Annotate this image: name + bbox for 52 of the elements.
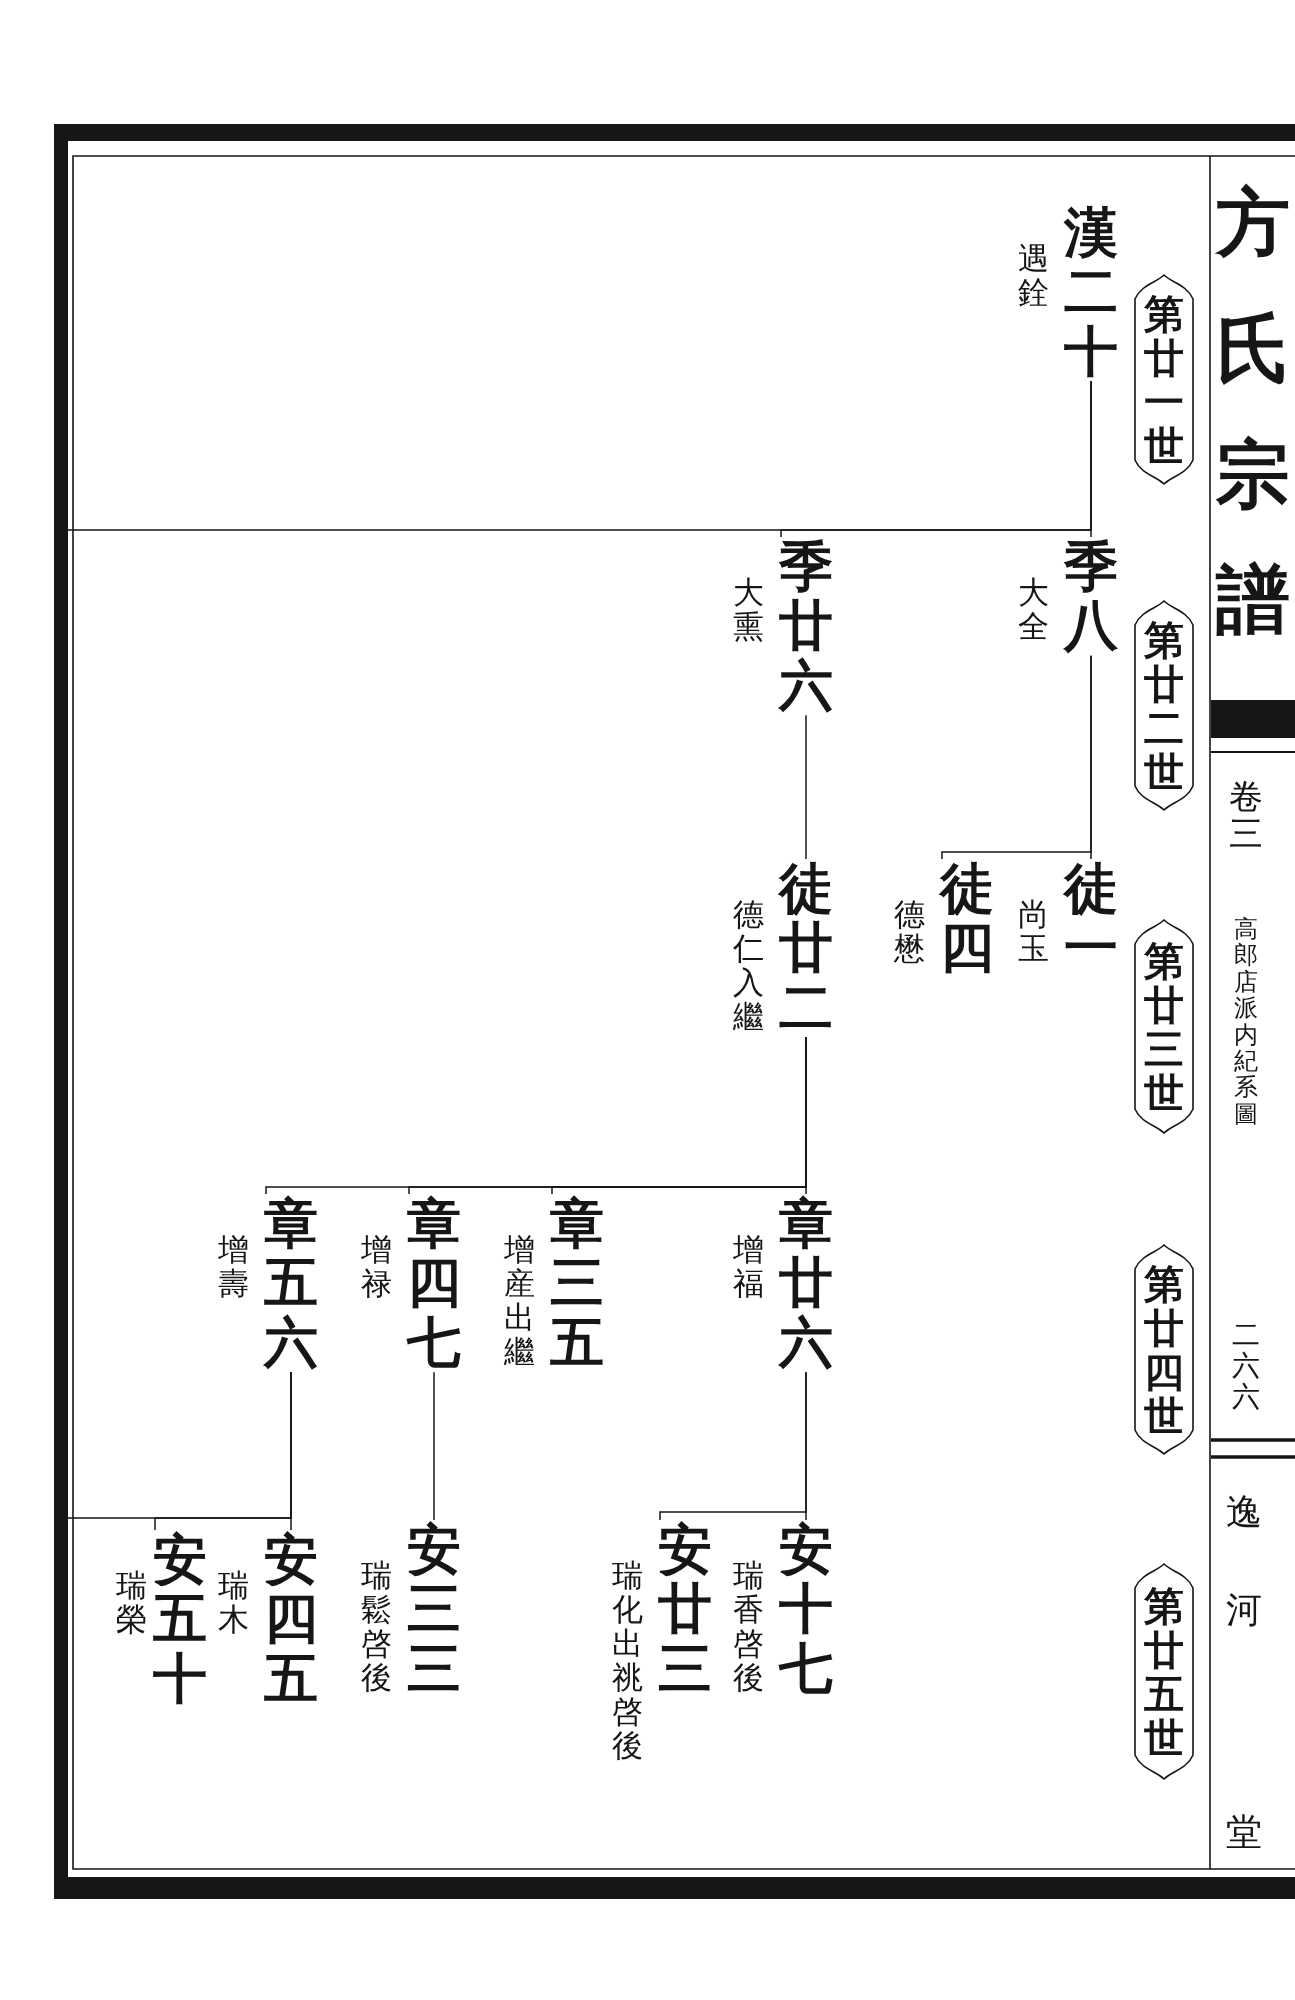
lineage-line xyxy=(659,1371,807,1521)
lineage-line xyxy=(265,1036,807,1195)
lineage-line xyxy=(433,1371,435,1521)
hall-name: 堂 xyxy=(1226,1812,1262,1852)
given-name: 德仁入繼 xyxy=(733,897,764,1034)
ranking-name: 安廿三 xyxy=(658,1520,712,1699)
ranking-name: 章廿六 xyxy=(779,1194,833,1373)
ranking-name: 季廿六 xyxy=(779,537,833,716)
ranking-name: 徒一 xyxy=(1064,859,1118,978)
given-name: 增禄 xyxy=(361,1232,392,1301)
ranking-name: 章五六 xyxy=(264,1194,318,1373)
given-name: 瑞香啓後 xyxy=(733,1558,764,1695)
lineage-line xyxy=(805,714,807,860)
given-name: 瑞化出祧啓後 xyxy=(612,1558,643,1763)
generation-cartouche xyxy=(1133,1563,1195,1780)
ranking-name: 徒四 xyxy=(940,859,994,978)
given-name: 大全 xyxy=(1018,575,1049,644)
volume-number: 卷三 xyxy=(1229,778,1263,853)
generation-cartouche xyxy=(1133,600,1195,811)
ranking-name: 季八 xyxy=(1064,537,1118,656)
ranking-name: 安四五 xyxy=(264,1530,318,1709)
given-name: 尚玉 xyxy=(1018,897,1049,966)
ranking-name: 安三三 xyxy=(407,1520,461,1699)
ranking-name: 安五十 xyxy=(153,1530,207,1709)
generation-label: 第廿五世 xyxy=(1144,1583,1184,1760)
given-name: 遇銓 xyxy=(1018,241,1049,310)
page-number: 二六六 xyxy=(1232,1320,1260,1413)
ranking-name: 章四七 xyxy=(407,1194,461,1373)
ranking-name: 安十七 xyxy=(779,1520,833,1699)
given-name: 瑞榮 xyxy=(116,1568,147,1637)
ranking-name: 漢二十 xyxy=(1064,203,1118,382)
given-name: 增福 xyxy=(733,1232,764,1301)
generation-label: 第廿三世 xyxy=(1144,938,1184,1115)
section-title: 高郎店派内紀系圖 xyxy=(1234,916,1258,1128)
generation-cartouche xyxy=(1133,919,1195,1134)
given-name: 大熏 xyxy=(733,575,764,644)
lineage-line xyxy=(941,655,1092,860)
hall-name: 河 xyxy=(1226,1590,1262,1630)
given-name: 瑞鬆啓後 xyxy=(361,1558,392,1695)
hall-name: 逸 xyxy=(1226,1492,1262,1532)
given-name: 增壽 xyxy=(218,1232,249,1301)
given-name: 德懋 xyxy=(894,897,925,966)
generation-label: 第廿二世 xyxy=(1144,617,1184,794)
book-title: 方氏宗譜 xyxy=(1216,178,1290,645)
generation-label: 第廿一世 xyxy=(1144,291,1184,468)
generation-label: 第廿四世 xyxy=(1144,1261,1184,1438)
given-name: 增産出繼 xyxy=(504,1232,535,1369)
given-name: 瑞木 xyxy=(218,1568,249,1637)
generation-cartouche xyxy=(1133,274,1195,485)
ranking-name: 章三五 xyxy=(550,1194,604,1373)
ranking-name: 徒廿二 xyxy=(779,859,833,1038)
generation-cartouche xyxy=(1133,1244,1195,1455)
